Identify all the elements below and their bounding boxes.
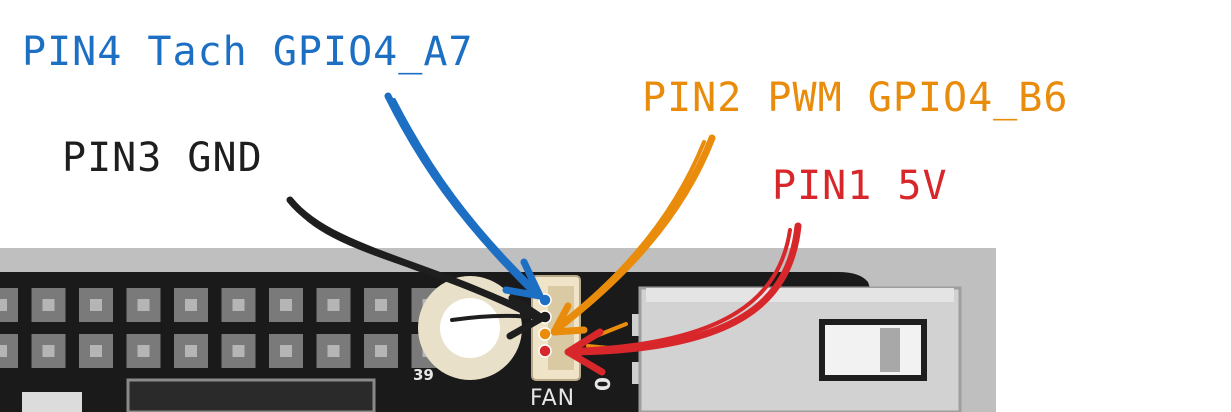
- pin4-arrowhead: [502, 258, 544, 300]
- pin1-arrow: [566, 222, 802, 356]
- header-pin: [0, 288, 18, 322]
- mounting-hole-inner: [440, 298, 500, 358]
- header-pin-tip: [232, 299, 245, 311]
- small-part: [22, 392, 82, 412]
- header-pin-tip: [90, 345, 102, 357]
- gpio-header: [0, 288, 446, 368]
- pin4-arrow: [392, 98, 540, 294]
- pin4-arrow: [384, 92, 540, 298]
- header-pin-tip: [90, 299, 102, 311]
- header-pin-tip: [137, 299, 150, 311]
- pin2-label: PIN2 PWM GPIO4_B6: [642, 75, 1069, 121]
- pin3-label: PIN3 GND: [62, 135, 263, 181]
- pin1-dot: [538, 344, 552, 358]
- pin3-arrow: [450, 313, 542, 322]
- pin4-label: PIN4 Tach GPIO4_A7: [22, 29, 474, 75]
- header-pin-tip: [42, 345, 55, 357]
- header-pin-tip: [375, 299, 387, 311]
- header-pin-tip: [232, 345, 245, 357]
- header-pin-tip: [0, 345, 7, 357]
- header-pin-tip: [185, 345, 197, 357]
- header-pin: [0, 334, 18, 368]
- wire-arrows: [286, 92, 802, 376]
- chip: [126, 378, 376, 412]
- pin1-arrow: [572, 228, 792, 352]
- pin1-label: PIN1 5V: [772, 163, 948, 209]
- header-pin-tip: [280, 345, 292, 357]
- header-pin-tip: [375, 345, 387, 357]
- header-pin-tip: [185, 299, 197, 311]
- port-top: [646, 288, 954, 302]
- pin-number-silkscreen: 39: [413, 366, 434, 384]
- header-pin-tip: [42, 299, 55, 311]
- header-pin-tip: [327, 299, 340, 311]
- pin2-dot: [538, 327, 552, 341]
- header-pin-tip: [327, 345, 340, 357]
- side-mark-silkscreen: 0: [590, 377, 615, 391]
- port-slot-inner: [880, 328, 900, 372]
- pin1-arrowhead: [564, 328, 606, 376]
- header-pin-tip: [280, 299, 292, 311]
- pin3-arrowhead: [506, 294, 546, 340]
- header-pin-tip: [0, 299, 7, 311]
- port-slot: [819, 319, 927, 381]
- pin2-arrowhead: [550, 302, 588, 336]
- pin2-arrow: [558, 140, 706, 326]
- fan-silkscreen: FAN: [530, 386, 576, 411]
- pin3-arrow: [298, 210, 538, 316]
- header-pin-tip: [137, 345, 150, 357]
